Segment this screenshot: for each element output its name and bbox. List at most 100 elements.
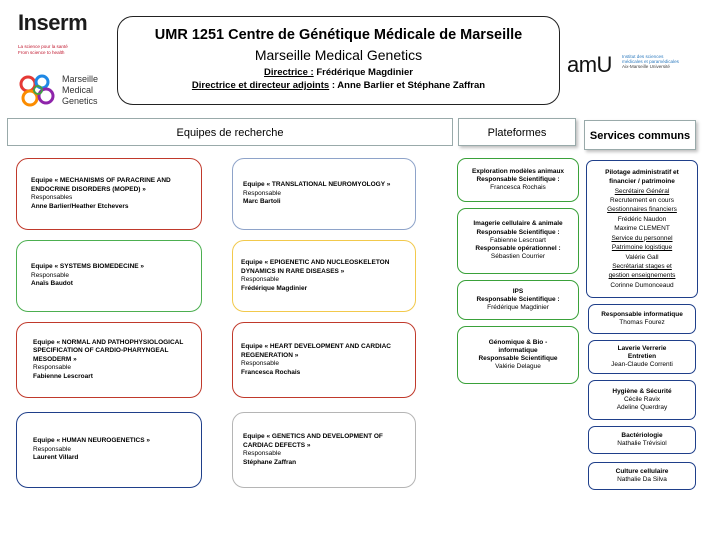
team-leader: Laurent Villard [33, 454, 79, 462]
team-role: Responsable [33, 445, 71, 453]
mmg-line3: Genetics [62, 96, 98, 106]
service-line: Frédéric Naudon [617, 215, 667, 223]
team-role: Responsable [243, 189, 281, 197]
platform-line: Valérie Delague [495, 363, 541, 371]
team-leader: Francesca Rochais [241, 368, 301, 376]
mmg-logo-text: Marseille Medical Genetics [62, 74, 98, 107]
platform-line: Exploration modèles animaux [471, 167, 565, 175]
team-box: Equipe « HUMAN NEUROGENETICS » Responsab… [16, 412, 202, 488]
adjoints-names: : Anne Barlier et Stéphane Zaffran [329, 80, 486, 91]
adjoints-label: Directrice et directeur adjoints [191, 80, 330, 91]
inserm-tagline-line1: La science pour la santé [18, 44, 68, 49]
service-box: Responsable informatique Thomas Fourez [588, 304, 696, 334]
team-role: Responsable [33, 364, 71, 372]
platform-box: Génomique & Bio - informatique Responsab… [457, 326, 579, 384]
service-box: Hygiène & Sécurité Cécile Ravix Adeline … [588, 380, 696, 420]
service-line: Secrétaire Général [614, 187, 670, 195]
team-name: Equipe « HUMAN NEUROGENETICS » [33, 437, 151, 445]
service-line: Corinne Dumonceaud [610, 281, 674, 289]
directrice-line: Directrice : Frédérique Magdinier [118, 67, 559, 78]
team-name: Equipe « GENETICS AND DEVELOPMENT OF CAR… [243, 433, 383, 449]
team-box: Equipe « EPIGENETIC AND NUCLEOSKELETON D… [232, 240, 416, 312]
service-box: Culture cellulaire Nathalie Da Silva [588, 462, 696, 490]
team-box: Equipe « TRANSLATIONAL NEUROMYOLOGY » Re… [232, 158, 416, 230]
service-line: Pilotage administratif et [605, 168, 679, 176]
amu-sub2: médicales et paramédicales [622, 59, 679, 65]
service-line: Jean-Claude Correnti [611, 361, 673, 369]
platform-line: Frédérique Magdinier [487, 304, 549, 312]
team-name: Equipe « SYSTEMS BIOMEDECINE » [31, 263, 145, 271]
team-role: Responsable [31, 271, 69, 279]
platform-box: Exploration modèles animaux Responsable … [457, 158, 579, 202]
service-box: Laverie Verrerie Entretien Jean-Claude C… [588, 340, 696, 374]
team-role: Responsables [31, 194, 73, 201]
section-services: Services communs [584, 120, 696, 150]
team-name: Equipe « TRANSLATIONAL NEUROMYOLOGY » [243, 181, 391, 189]
service-line: financier / patrimoine [609, 178, 675, 186]
amu-sub1: Institut des sciences [622, 54, 664, 59]
service-line: Thomas Fourez [619, 319, 665, 326]
adjoints-line: Directrice et directeur adjoints : Anne … [118, 80, 559, 91]
platform-line: Fabienne Lescroart [489, 236, 546, 244]
amu-logo: amU [567, 52, 612, 77]
platform-line: Responsable Scientifique : [476, 295, 560, 303]
mmg-line2: Medical [62, 85, 94, 95]
service-line: Culture cellulaire [615, 467, 669, 475]
platform-box: Imagerie cellulaire & animale Responsabl… [457, 208, 579, 274]
team-box: Equipe « GENETICS AND DEVELOPMENT OF CAR… [232, 412, 416, 488]
section-plateformes: Plateformes [458, 118, 576, 146]
header-box: UMR 1251 Centre de Génétique Médicale de… [117, 16, 560, 105]
service-box: Bactériologie Nathalie Trévisiol [588, 426, 696, 454]
team-box: Equipe « HEART DEVELOPMENT AND CARDIAC R… [232, 322, 416, 398]
inserm-logo: Inserm [18, 10, 88, 35]
team-leader: Frédérique Magdinier [241, 284, 308, 292]
team-name: Equipe « MECHANISMS OF PARACRINE AND END… [31, 177, 171, 193]
team-name: Equipe « HEART DEVELOPMENT AND CARDIAC R… [241, 343, 391, 359]
platform-line: Responsable opérationnel : [475, 245, 561, 253]
service-line: gestion enseignements [608, 272, 676, 280]
inserm-tagline-line2: From science to health [18, 49, 65, 55]
service-line: Bactériologie [621, 431, 663, 439]
team-box: Equipe « NORMAL AND PATHOPHYSIOLOGICAL S… [16, 322, 202, 398]
directrice-name: Frédérique Magdinier [313, 67, 413, 78]
service-line: Hygiène & Sécurité [612, 387, 672, 395]
platform-line: Sébastien Courrier [490, 253, 546, 261]
service-line: Maxime CLEMENT [614, 225, 670, 233]
platform-line: Imagerie cellulaire & animale [473, 220, 563, 228]
team-leader: Stéphane Zaffran [243, 458, 297, 466]
team-box: Equipe « SYSTEMS BIOMEDECINE » Responsab… [16, 240, 202, 312]
service-line: Patrimoine logistique [611, 244, 673, 252]
platform-line: informatique [498, 346, 538, 354]
platform-line: Francesca Rochais [490, 184, 546, 192]
service-line: Gestionnaires financiers [607, 206, 677, 214]
service-line: Secrétariat stages et [612, 262, 672, 270]
team-leader: Marc Bartoli [243, 198, 281, 206]
page-subtitle: Marseille Medical Genetics [254, 47, 423, 63]
platform-box: IPS Responsable Scientifique : Frédériqu… [457, 280, 579, 320]
service-line: Cécile Ravix [623, 395, 661, 403]
service-line: Laverie Verrerie [617, 344, 667, 352]
page-title: UMR 1251 Centre de Génétique Médicale de… [154, 27, 523, 43]
team-box: Equipe « MECHANISMS OF PARACRINE AND END… [16, 158, 202, 230]
inserm-tagline: La science pour la santé From science to… [18, 44, 68, 55]
team-leader: Anne Barlier/Heather Etchevers [31, 202, 129, 210]
team-name: Equipe « NORMAL AND PATHOPHYSIOLOGICAL S… [33, 338, 184, 363]
team-role: Responsable [241, 276, 279, 283]
platform-line: Responsable Scientifique : [476, 175, 560, 183]
section-equipes: Equipes de recherche [7, 118, 453, 146]
team-name: Equipe « EPIGENETIC AND NUCLEOSKELETON D… [241, 259, 390, 275]
team-leader: Fabienne Lescroart [33, 372, 93, 380]
service-box: Pilotage administratif et financier / pa… [586, 160, 698, 298]
service-line: Nathalie Trévisiol [617, 440, 667, 447]
service-line: Entretien [627, 352, 657, 360]
service-line: Responsable informatique [601, 310, 683, 318]
service-line: Recrutement en cours [610, 197, 674, 205]
service-line: Adeline Querdray [616, 404, 668, 412]
team-role: Responsable [241, 360, 279, 367]
platform-line: IPS [512, 287, 524, 295]
amu-sub3: Aix-Marseille Université [622, 64, 670, 70]
mmg-dna-icon [19, 74, 55, 107]
team-leader: Anaïs Baudot [31, 280, 73, 288]
service-line: Valérie Gall [625, 253, 659, 261]
service-line: Nathalie Da Silva [617, 476, 667, 483]
